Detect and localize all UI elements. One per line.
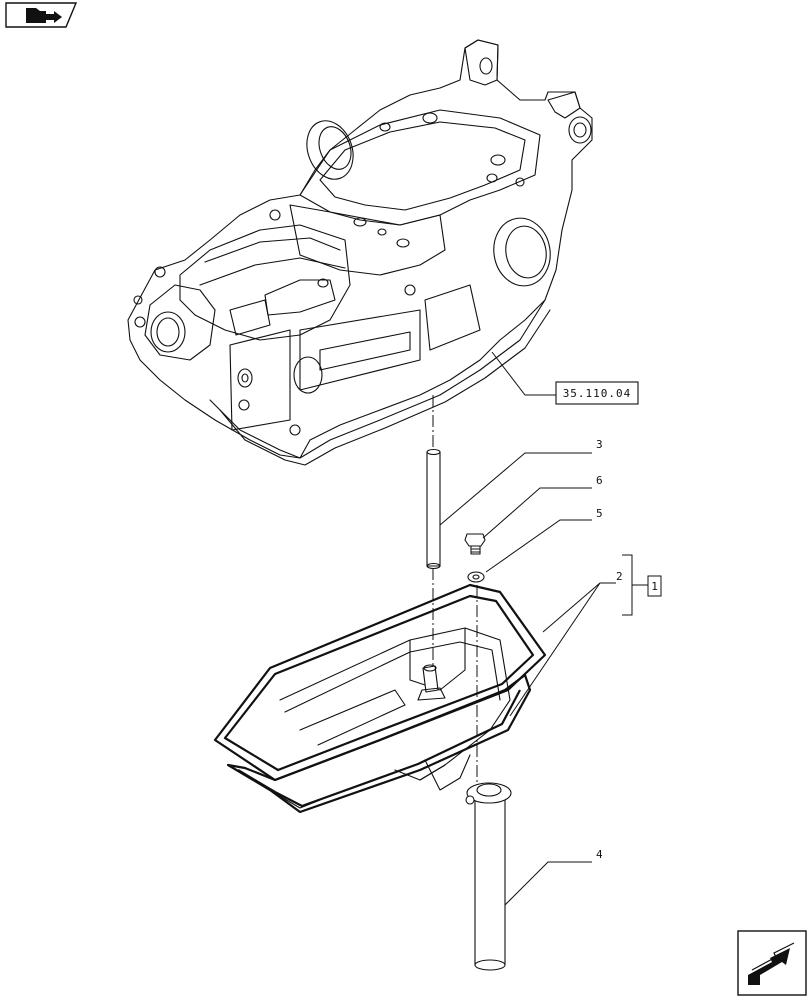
part-2-gasket [213, 583, 547, 782]
lift-housing [127, 39, 593, 466]
reference-leader-line [491, 351, 556, 396]
callout-1-box: 1 [647, 575, 662, 597]
callout-5-leader [485, 519, 592, 573]
callout-1-leader [509, 582, 601, 717]
callout-5: 5 [596, 507, 603, 520]
callout-3: 3 [596, 438, 603, 451]
callout-2: 2 [616, 570, 623, 583]
next-page-arrow-icon[interactable] [737, 930, 807, 996]
callout-6-leader [482, 487, 592, 539]
part-1-oil-sump [226, 627, 532, 814]
callout-3-leader [439, 452, 592, 526]
part-6-bolt [464, 533, 486, 555]
part-3-dowel-tube [426, 448, 441, 570]
folder-arrow-icon[interactable] [5, 2, 78, 28]
part-4-pipe [465, 782, 512, 971]
callout-4-leader [504, 861, 592, 906]
callout-1: 1 [651, 580, 658, 593]
callout-6: 6 [596, 474, 603, 487]
part-5-washer [467, 571, 485, 583]
reference-box-35-110-04[interactable]: 35.110.04 [555, 381, 639, 405]
callout-2-leader [542, 582, 616, 633]
callout-4: 4 [596, 848, 603, 861]
reference-label: 35.110.04 [563, 387, 632, 400]
group-bracket [622, 554, 648, 616]
